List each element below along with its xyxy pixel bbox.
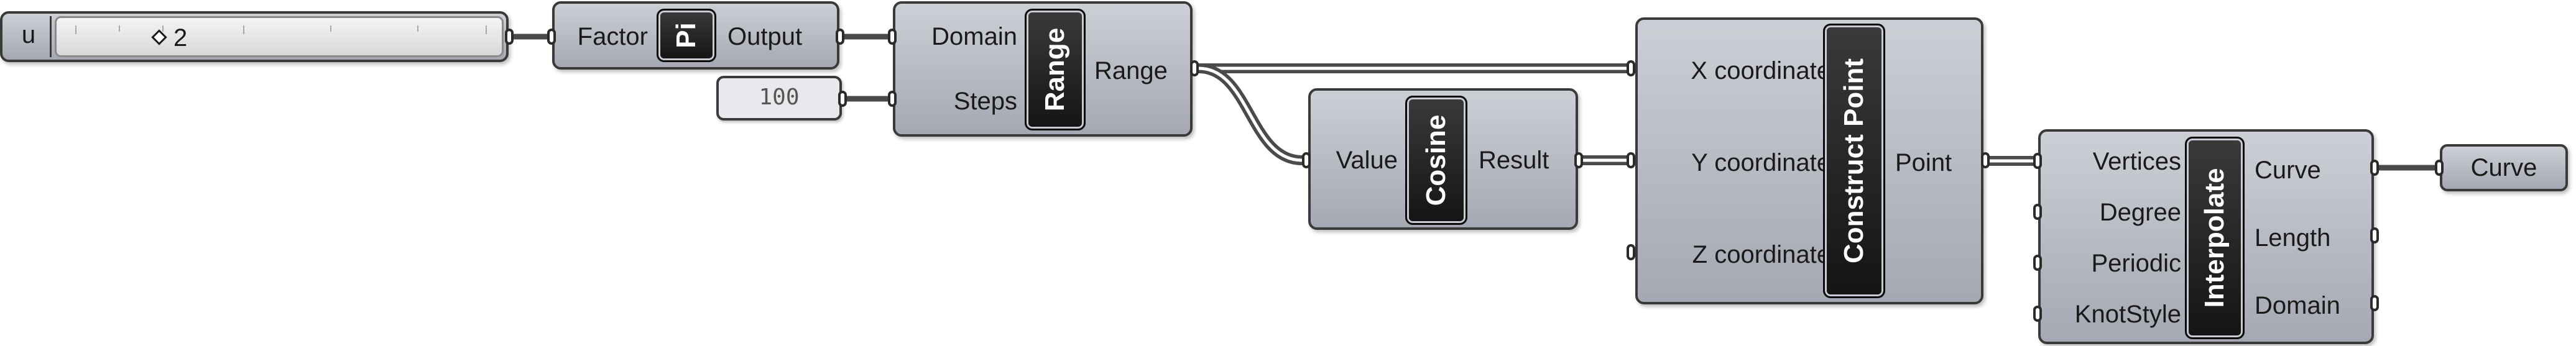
pi-output-port[interactable]	[836, 29, 844, 45]
interpolate-input-port-periodic[interactable]	[2033, 255, 2042, 271]
cosine-output-port[interactable]	[1574, 152, 1583, 168]
slider-value: 2	[173, 24, 188, 52]
range-input-domain: Domain	[931, 23, 1017, 50]
curve-parameter[interactable]: Curve	[2440, 144, 2568, 191]
interpolate-title-badge: Interpolate	[2185, 137, 2245, 339]
cosine-input-port[interactable]	[1302, 152, 1311, 168]
number-slider[interactable]: u 2	[0, 11, 509, 62]
pi-title: Pi	[671, 22, 701, 48]
slider-output-port[interactable]	[505, 29, 514, 45]
range-input-steps: Steps	[953, 88, 1017, 115]
construct-point-output: Point	[1895, 149, 1952, 176]
interpolate-output-domain: Domain	[2255, 292, 2340, 319]
pi-component[interactable]: Factor Pi Output	[552, 1, 839, 70]
construct-point-input-port-y[interactable]	[1627, 152, 1635, 168]
construct-point-input-x: X coordinate	[1691, 57, 1830, 84]
range-title: Range	[1040, 27, 1070, 112]
range-component[interactable]: Domain Steps Range Range	[893, 1, 1193, 137]
construct-point-input-y: Y coordinate	[1691, 149, 1830, 176]
pi-input-factor: Factor	[577, 23, 648, 50]
interpolate-output-length: Length	[2255, 224, 2331, 252]
construct-point-input-z: Z coordinate	[1692, 241, 1830, 268]
cosine-component[interactable]: Value Cosine Result	[1308, 88, 1578, 230]
interpolate-component[interactable]: Vertices Degree Periodic KnotStyle Inter…	[2038, 129, 2374, 344]
slider-divider	[50, 16, 52, 57]
construct-point-output-port[interactable]	[1981, 152, 1990, 168]
pi-title-badge: Pi	[657, 9, 716, 62]
range-output: Range	[1094, 57, 1168, 84]
interpolate-input-vertices: Vertices	[2092, 148, 2181, 175]
range-input-port-steps[interactable]	[888, 91, 897, 107]
pi-input-port[interactable]	[547, 29, 556, 45]
curve-parameter-label: Curve	[2470, 154, 2537, 181]
slider-tick	[119, 25, 120, 32]
construct-point-input-port-x[interactable]	[1627, 60, 1635, 76]
curve-parameter-input-port[interactable]	[2435, 160, 2444, 176]
interpolate-input-port-vertices[interactable]	[2033, 153, 2042, 169]
slider-name: u	[21, 21, 36, 48]
cosine-title-badge: Cosine	[1405, 96, 1467, 225]
interpolate-input-knotstyle: KnotStyle	[2074, 301, 2181, 328]
slider-tick	[75, 25, 76, 34]
steps-panel[interactable]: 100	[716, 76, 842, 121]
steps-panel-output-port[interactable]	[838, 91, 847, 107]
slider-tick	[486, 25, 487, 34]
construct-point-title: Construct Point	[1839, 58, 1869, 263]
slider-tick	[162, 25, 164, 32]
cosine-output: Result	[1479, 147, 1549, 174]
construct-point-component[interactable]: X coordinate Y coordinate Z coordinate C…	[1635, 17, 1983, 304]
slider-tick	[330, 25, 331, 32]
range-output-port[interactable]	[1190, 60, 1199, 76]
range-input-port-domain[interactable]	[888, 29, 897, 45]
pi-output: Output	[727, 23, 803, 50]
interpolate-title: Interpolate	[2199, 168, 2230, 308]
slider-grip[interactable]	[151, 29, 167, 45]
interpolate-input-degree: Degree	[2099, 199, 2181, 226]
construct-point-input-port-z[interactable]	[1627, 244, 1635, 260]
steps-panel-value: 100	[759, 84, 800, 110]
slider-tick	[417, 25, 418, 32]
interpolate-input-port-degree[interactable]	[2033, 204, 2042, 220]
slider-track[interactable]: 2	[55, 16, 504, 57]
cosine-input-value: Value	[1336, 147, 1398, 174]
construct-point-title-badge: Construct Point	[1823, 24, 1885, 298]
range-title-badge: Range	[1025, 9, 1086, 130]
interpolate-input-periodic: Periodic	[2091, 250, 2181, 277]
cosine-title: Cosine	[1421, 114, 1451, 206]
interpolate-input-port-knotstyle[interactable]	[2033, 306, 2042, 322]
interpolate-output-port-curve[interactable]	[2370, 160, 2379, 176]
interpolate-output-port-length[interactable]	[2370, 227, 2379, 244]
interpolate-output-curve: Curve	[2255, 157, 2321, 184]
slider-tick	[243, 25, 244, 34]
interpolate-output-port-domain[interactable]	[2370, 295, 2379, 311]
